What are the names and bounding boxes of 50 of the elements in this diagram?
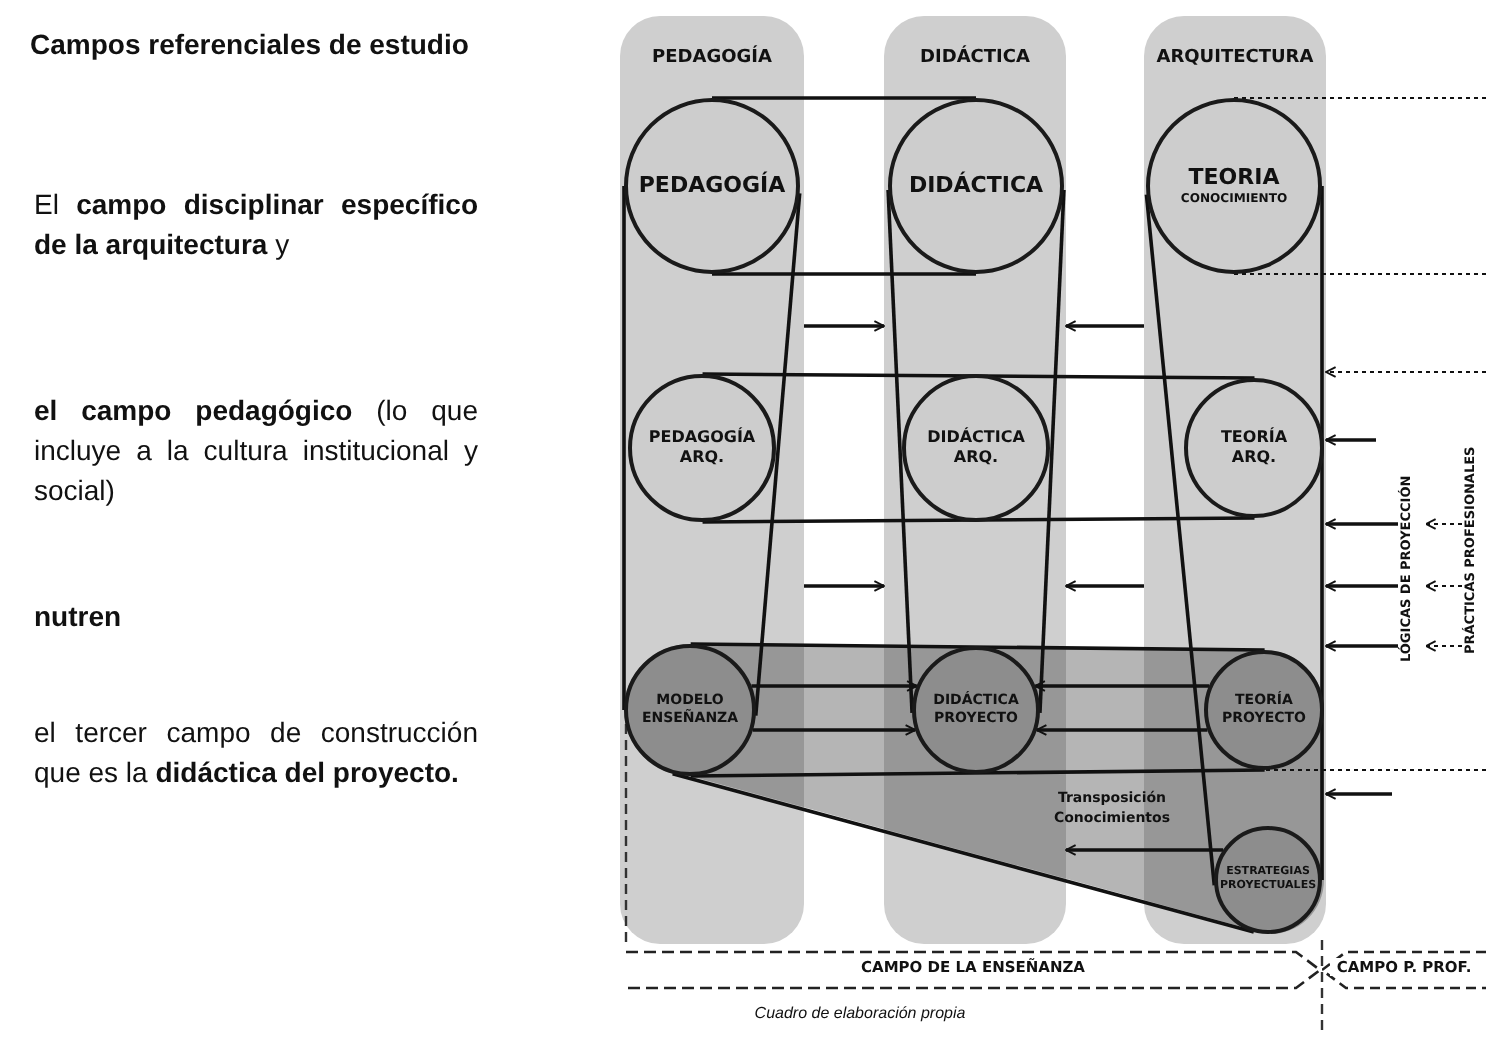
connector-line [690, 768, 1265, 778]
paragraph: nutren [34, 598, 124, 636]
connector-line [1264, 768, 1486, 772]
circle-node: DIDÁCTICA [888, 98, 1064, 274]
connector-line [1038, 189, 1066, 713]
arrow [1034, 680, 1209, 692]
arrow [1325, 434, 1376, 446]
column-title: ARQUITECTURA [1154, 48, 1316, 68]
paragraph: el campo pedagógico (lo que incluye a la cultura institucional y social) [34, 392, 478, 510]
column-title: DIDÁCTICA [918, 48, 1032, 68]
paragraph: El campo disciplinar específico de la arquitectura y [34, 186, 478, 264]
title: Campos referenciales de estudio [30, 28, 469, 60]
connector-line [1320, 186, 1324, 880]
arrow [804, 320, 885, 332]
arrow [1065, 320, 1144, 332]
arrow [1425, 580, 1462, 592]
circle-node: PEDAGOGÍA ARQ. [628, 374, 776, 522]
arrow [1325, 788, 1392, 800]
connector-line [702, 372, 1255, 380]
caption: Cuadro de elaboración propia [752, 1004, 968, 1022]
column-band [620, 16, 804, 944]
connector-line [702, 516, 1255, 524]
bracket-band [1322, 948, 1486, 992]
arrow [1425, 640, 1462, 652]
connector-line [622, 186, 626, 710]
bracket-band [626, 948, 1320, 992]
arrow [1325, 580, 1398, 592]
paragraph: el tercer campo de construcción que es la didáctica del proyecto. [34, 714, 478, 792]
circle-node: DIDÁCTICA ARQ. [902, 374, 1050, 522]
connector-line [1234, 96, 1486, 100]
arrow [1325, 640, 1398, 652]
connector-line [1234, 272, 1486, 276]
arrow [752, 724, 917, 736]
connector-line [712, 272, 976, 276]
arrow [1325, 366, 1486, 378]
column-title: PEDAGOGÍA [650, 48, 774, 68]
arrow [751, 680, 918, 692]
arrow [1325, 518, 1398, 530]
arrow [804, 580, 885, 592]
arrow [1065, 580, 1144, 592]
connector-line [753, 193, 802, 716]
circle-node: TEORÍA ARQ. [1184, 378, 1324, 518]
arrow [1425, 518, 1462, 530]
arrow [1035, 724, 1208, 736]
connector-line [712, 96, 976, 100]
arrow [1065, 844, 1224, 856]
connector-line [886, 189, 914, 713]
circle-node: PEDAGOGÍA [624, 98, 800, 274]
connector-line [1144, 194, 1217, 886]
connector-line [690, 642, 1265, 652]
